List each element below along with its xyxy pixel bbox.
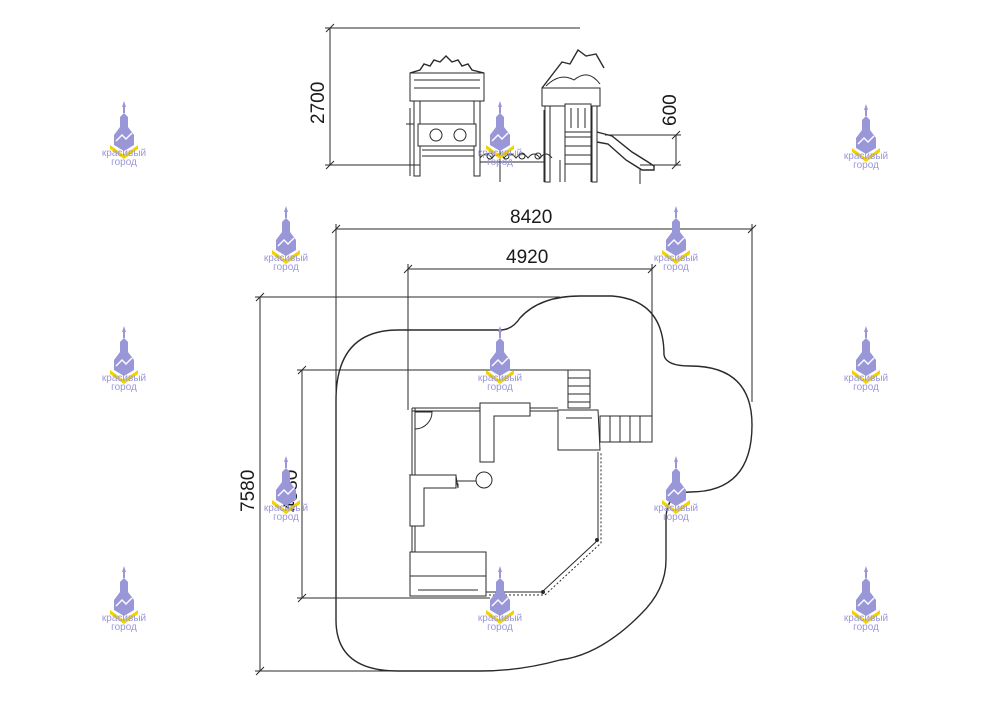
plan-view: 8420 4920 7580 4580	[238, 207, 757, 676]
watermark-line2: город	[663, 262, 689, 273]
watermark-line2: город	[111, 622, 137, 633]
watermark-12: красивый город	[478, 565, 522, 633]
watermark-line2: город	[487, 382, 513, 393]
watermark-line2: город	[111, 382, 137, 393]
watermark-10: красивый город	[654, 455, 698, 523]
watermark-line1: красивый	[844, 151, 888, 162]
dimension-4920: 4920	[403, 247, 657, 418]
watermark-line1: красивый	[264, 503, 308, 514]
dim-label-4920: 4920	[506, 247, 548, 268]
watermark-line1: красивый	[478, 373, 522, 384]
watermark-line2: город	[853, 160, 879, 171]
watermark-line1: красивый	[654, 253, 698, 264]
left-house-elevation	[406, 55, 485, 177]
dimension-2700: 2700	[308, 23, 580, 170]
watermark-line1: красивый	[264, 253, 308, 264]
dim-label-7580: 7580	[238, 470, 259, 512]
watermark-line2: город	[853, 622, 879, 633]
dimension-7580: 7580	[238, 292, 560, 676]
watermark-line2: город	[111, 157, 137, 168]
watermark-3: красивый город	[844, 103, 888, 171]
watermark-4: красивый город	[264, 205, 308, 273]
safety-zone-outline	[335, 295, 753, 672]
elevation-view: 2700 600	[308, 23, 681, 184]
watermark-line2: город	[487, 622, 513, 633]
dim-label-8420: 8420	[510, 207, 552, 228]
watermark-line2: город	[663, 512, 689, 523]
watermark-6: красивый город	[102, 325, 146, 393]
watermark-line1: красивый	[478, 613, 522, 624]
watermark-9: красивый город	[264, 455, 308, 523]
watermark-8: красивый город	[844, 325, 888, 393]
dim-label-2700: 2700	[308, 82, 329, 124]
dim-label-600: 600	[660, 94, 681, 126]
watermark-11: красивый город	[102, 565, 146, 633]
watermark-line2: город	[273, 262, 299, 273]
watermark-5: красивый город	[654, 205, 698, 273]
watermark-line2: город	[487, 157, 513, 168]
right-tower-elevation	[541, 48, 655, 184]
watermark-line1: красивый	[102, 613, 146, 624]
watermark-1: красивый город	[102, 100, 146, 168]
watermark-line2: город	[273, 512, 299, 523]
watermark-line1: красивый	[844, 613, 888, 624]
watermark-line2: город	[853, 382, 879, 393]
dimension-600: 600	[605, 94, 681, 170]
watermark-2: красивый город	[478, 100, 522, 168]
watermark-line1: красивый	[102, 148, 146, 159]
watermark-line1: красивый	[844, 373, 888, 384]
equipment-plan	[408, 369, 653, 597]
watermark-line1: красивый	[478, 148, 522, 159]
watermark-7: красивый город	[478, 325, 522, 393]
watermark-line1: красивый	[102, 373, 146, 384]
watermark-line1: красивый	[654, 503, 698, 514]
watermark-13: красивый город	[844, 565, 888, 633]
